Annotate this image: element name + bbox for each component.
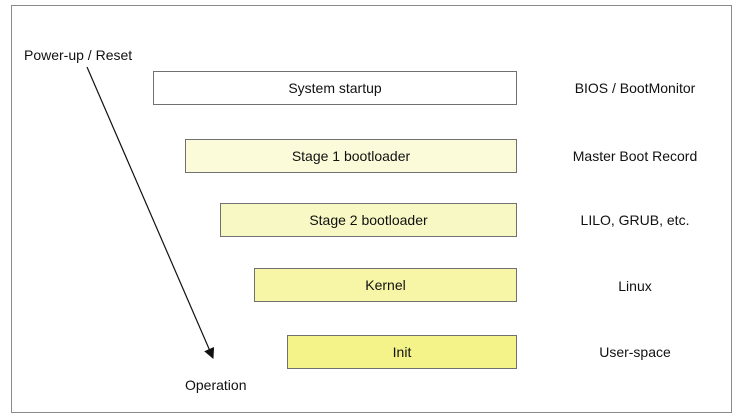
stage-box-stage2-bootloader: Stage 2 bootloader [220, 203, 517, 237]
stage-label: Stage 2 bootloader [309, 212, 428, 228]
stage-label: System startup [288, 80, 382, 96]
stage-box-stage1-bootloader: Stage 1 bootloader [185, 139, 517, 173]
stage-box-kernel: Kernel [254, 268, 517, 302]
start-label: Power-up / Reset [24, 47, 133, 63]
stage-box-system-startup: System startup [153, 71, 517, 105]
stage-description: Linux [618, 278, 652, 294]
stage-box-init: Init [287, 335, 517, 369]
stage-label: Stage 1 bootloader [291, 148, 411, 164]
stage-description: BIOS / BootMonitor [574, 80, 696, 96]
end-label: Operation [185, 377, 247, 393]
stage-label: Kernel [365, 277, 406, 293]
stage-description: LILO, GRUB, etc. [580, 212, 690, 228]
stage-description: User-space [599, 344, 671, 360]
stage-label: Init [392, 344, 412, 360]
stage-description: Master Boot Record [572, 148, 698, 164]
